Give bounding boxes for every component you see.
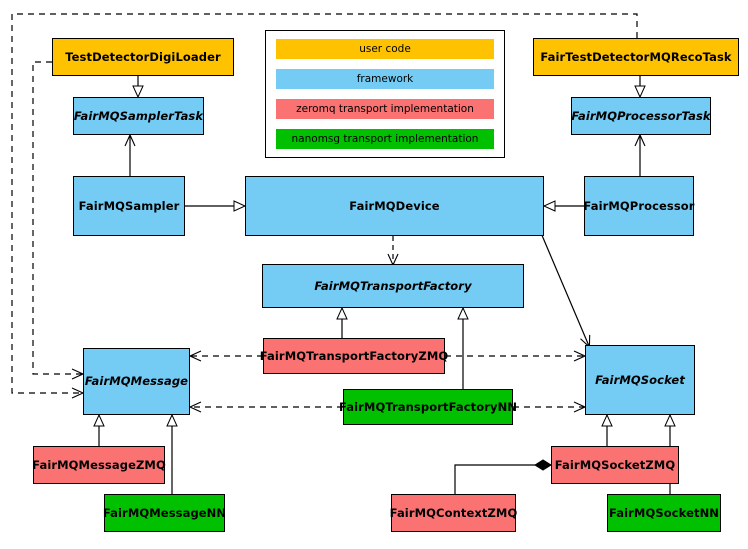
class-box-fairmq-transport-factory[interactable]: FairMQTransportFactory — [262, 264, 524, 308]
edge-digiloader-message — [32, 61, 85, 380]
legend-box: user code framework zeromq transport imp… — [265, 30, 505, 158]
legend-row-framework: framework — [276, 69, 494, 89]
legend-row-user-code: user code — [276, 39, 494, 59]
class-box-fairmq-socket-nn[interactable]: FairMQSocketNN — [607, 494, 721, 532]
class-box-fairmq-device[interactable]: FairMQDevice — [245, 176, 544, 236]
class-name-label: FairMQSampler — [78, 198, 180, 213]
class-name-label: FairMQTransportFactoryNN — [338, 399, 518, 414]
legend-row-zeromq: zeromq transport implementation — [276, 99, 494, 119]
class-name-label: FairMQTransportFactory — [314, 278, 472, 293]
class-name-label: FairMQProcessor — [583, 198, 695, 213]
class-name-label: FairMQProcessorTask — [571, 108, 711, 123]
class-box-fairmq-message[interactable]: FairMQMessage — [83, 348, 190, 415]
class-box-fairmq-socket-zmq[interactable]: FairMQSocketZMQ — [551, 446, 679, 484]
class-name-label: FairMQMessageNN — [102, 505, 227, 520]
class-name-label: FairMQDevice — [349, 198, 440, 213]
class-box-fairmq-processor-task[interactable]: FairMQProcessorTask — [571, 97, 711, 135]
class-box-test-detector-digi-loader[interactable]: TestDetectorDigiLoader — [52, 38, 234, 76]
class-box-fairmq-transport-factory-nn[interactable]: FairMQTransportFactoryNN — [339, 389, 517, 425]
class-box-fairmq-transport-factory-zmq[interactable]: FairMQTransportFactoryZMQ — [260, 338, 448, 374]
class-name-label: FairTestDetectorMQRecoTask — [540, 49, 732, 64]
class-name-label: FairMQMessageZMQ — [32, 457, 166, 472]
class-box-fairmq-sampler-task[interactable]: FairMQSamplerTask — [73, 97, 204, 135]
class-box-fairmq-sampler[interactable]: FairMQSampler — [73, 176, 185, 236]
class-name-label: FairMQSamplerTask — [73, 108, 204, 123]
class-box-fairmq-message-zmq[interactable]: FairMQMessageZMQ — [32, 446, 166, 484]
class-name-label: FairMQContextZMQ — [389, 505, 518, 520]
class-name-label: FairMQSocketZMQ — [554, 457, 676, 472]
class-box-fairmq-socket[interactable]: FairMQSocket — [585, 345, 695, 415]
edge-recotask-message — [11, 13, 638, 399]
class-name-label: FairMQSocketNN — [608, 505, 720, 520]
edge-device-socket — [540, 232, 591, 349]
class-name-label: FairMQSocket — [595, 372, 685, 387]
edge-contextzmq-socketzmq — [454, 459, 552, 494]
class-name-label: FairMQMessage — [84, 374, 189, 389]
class-name-label: FairMQTransportFactoryZMQ — [259, 348, 449, 363]
class-name-label: TestDetectorDigiLoader — [65, 49, 221, 64]
class-box-fair-test-detector-mq-reco-task[interactable]: FairTestDetectorMQRecoTask — [533, 38, 739, 76]
legend-row-nanomsg: nanomsg transport implementation — [276, 129, 494, 149]
class-box-fairmq-processor[interactable]: FairMQProcessor — [583, 176, 695, 236]
class-box-fairmq-message-nn[interactable]: FairMQMessageNN — [102, 494, 227, 532]
class-box-fairmq-context-zmq[interactable]: FairMQContextZMQ — [389, 494, 518, 532]
